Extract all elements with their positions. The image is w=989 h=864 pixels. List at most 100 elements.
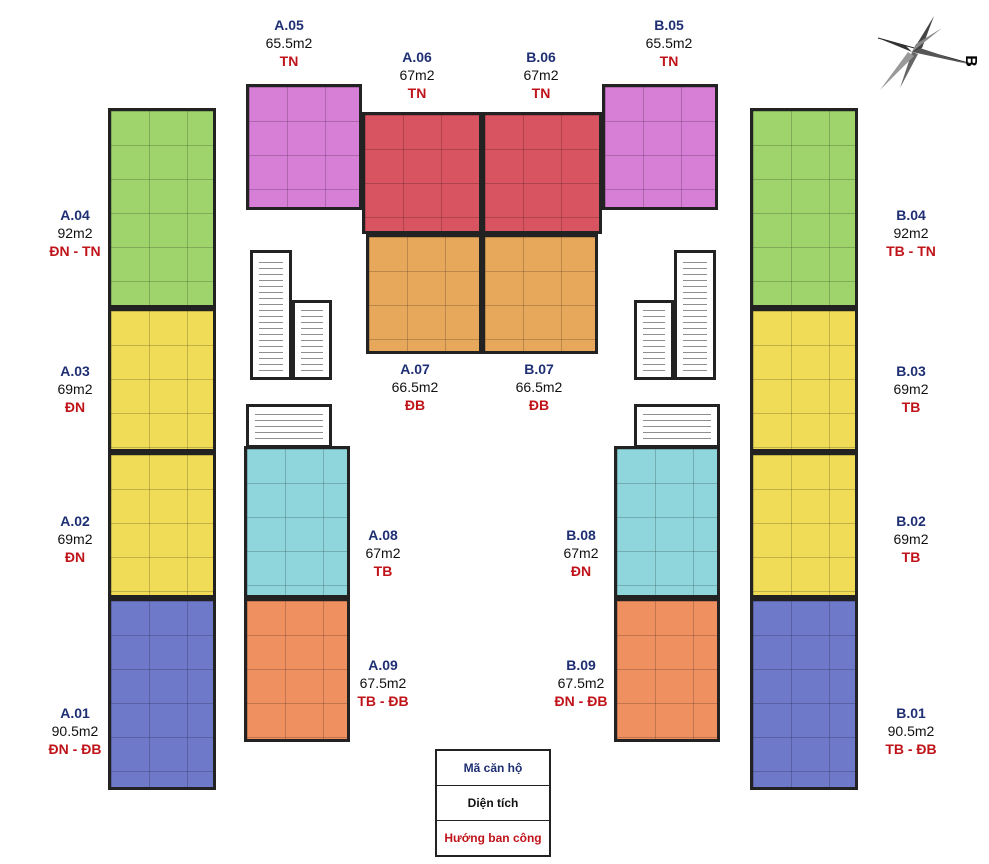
unit-code: A.06 — [402, 49, 432, 65]
unit-area: 65.5m2 — [645, 35, 693, 51]
unit-code: A.05 — [274, 17, 304, 33]
label-a02: A.02 69m2 ĐN — [30, 512, 120, 566]
unit-area: 66.5m2 — [515, 379, 563, 395]
unit-area: 90.5m2 — [51, 723, 99, 739]
unit-a08-block[interactable] — [244, 446, 350, 598]
stair-core-left-upper — [250, 250, 292, 380]
unit-direction: ĐN — [64, 549, 86, 565]
unit-direction: ĐN - TN — [49, 243, 101, 259]
stair-core-left-lower — [246, 404, 332, 448]
unit-a09-block[interactable] — [244, 598, 350, 742]
unit-direction: ĐN — [64, 399, 86, 415]
unit-area: 92m2 — [893, 225, 929, 241]
unit-area: 90.5m2 — [887, 723, 935, 739]
label-a05: A.05 65.5m2 TN — [244, 16, 334, 70]
unit-area: 67m2 — [365, 545, 401, 561]
unit-code: B.02 — [896, 513, 926, 529]
unit-code: A.03 — [60, 363, 90, 379]
stair-core-right-mid — [634, 300, 674, 380]
unit-b02-block[interactable] — [750, 452, 858, 598]
unit-area: 92m2 — [57, 225, 93, 241]
legend-area: Diện tích — [437, 786, 549, 821]
unit-code: A.07 — [400, 361, 430, 377]
unit-b08-block[interactable] — [614, 446, 720, 598]
unit-direction: TB — [901, 399, 921, 415]
unit-area: 67m2 — [523, 67, 559, 83]
unit-code: B.05 — [654, 17, 684, 33]
unit-direction: TB - ĐB — [885, 741, 937, 757]
unit-area: 69m2 — [893, 531, 929, 547]
unit-code: A.04 — [60, 207, 90, 223]
unit-area: 67m2 — [563, 545, 599, 561]
stair-core-right-upper — [674, 250, 716, 380]
unit-a02-block[interactable] — [108, 452, 216, 598]
label-b05: B.05 65.5m2 TN — [624, 16, 714, 70]
unit-area: 69m2 — [57, 381, 93, 397]
unit-b03-block[interactable] — [750, 308, 858, 452]
unit-a03-block[interactable] — [108, 308, 216, 452]
label-b01: B.01 90.5m2 TB - ĐB — [866, 704, 956, 758]
label-b07: B.07 66.5m2 ĐB — [494, 360, 584, 414]
unit-code: B.01 — [896, 705, 926, 721]
unit-direction: ĐN - ĐB — [554, 693, 608, 709]
unit-area: 67.5m2 — [359, 675, 407, 691]
unit-b04-block[interactable] — [750, 108, 858, 308]
unit-direction: TB — [373, 563, 393, 579]
unit-area: 69m2 — [893, 381, 929, 397]
compass-letter: B — [961, 55, 979, 67]
label-a01: A.01 90.5m2 ĐN - ĐB — [30, 704, 120, 758]
unit-code: B.06 — [526, 49, 556, 65]
unit-code: B.03 — [896, 363, 926, 379]
compass-icon: B — [872, 8, 982, 98]
stair-core-left-mid — [292, 300, 332, 380]
unit-area: 67.5m2 — [557, 675, 605, 691]
unit-b09-block[interactable] — [614, 598, 720, 742]
unit-direction: TN — [407, 85, 427, 101]
legend-code: Mã căn hộ — [437, 751, 549, 786]
unit-b06-block[interactable] — [482, 112, 602, 234]
unit-direction: ĐB — [404, 397, 426, 413]
label-a09: A.09 67.5m2 TB - ĐB — [338, 656, 428, 710]
label-a06: A.06 67m2 TN — [372, 48, 462, 102]
unit-direction: TB — [901, 549, 921, 565]
unit-direction: TN — [659, 53, 679, 69]
unit-direction: ĐN - ĐB — [48, 741, 102, 757]
label-a04: A.04 92m2 ĐN - TN — [30, 206, 120, 260]
unit-a05-block[interactable] — [246, 84, 362, 210]
label-b08: B.08 67m2 ĐN — [536, 526, 626, 580]
unit-a07-block[interactable] — [366, 234, 482, 354]
label-a08: A.08 67m2 TB — [338, 526, 428, 580]
unit-code: A.09 — [368, 657, 398, 673]
stair-core-right-lower — [634, 404, 720, 448]
unit-direction: ĐB — [528, 397, 550, 413]
unit-code: B.09 — [566, 657, 596, 673]
label-b03: B.03 69m2 TB — [866, 362, 956, 416]
unit-area: 69m2 — [57, 531, 93, 547]
unit-area: 66.5m2 — [391, 379, 439, 395]
label-a07: A.07 66.5m2 ĐB — [370, 360, 460, 414]
unit-b05-block[interactable] — [602, 84, 718, 210]
unit-direction: TB - ĐB — [357, 693, 409, 709]
label-b02: B.02 69m2 TB — [866, 512, 956, 566]
label-b04: B.04 92m2 TB - TN — [866, 206, 956, 260]
unit-b01-block[interactable] — [750, 598, 858, 790]
unit-code: A.02 — [60, 513, 90, 529]
label-a03: A.03 69m2 ĐN — [30, 362, 120, 416]
unit-direction: TN — [279, 53, 299, 69]
unit-code: B.07 — [524, 361, 554, 377]
unit-a06-block[interactable] — [362, 112, 482, 234]
legend: Mã căn hộ Diện tích Hướng ban công — [435, 749, 551, 857]
label-b09: B.09 67.5m2 ĐN - ĐB — [536, 656, 626, 710]
unit-direction: TB - TN — [886, 243, 936, 259]
unit-a04-block[interactable] — [108, 108, 216, 308]
unit-code: A.08 — [368, 527, 398, 543]
unit-direction: ĐN — [570, 563, 592, 579]
unit-code: A.01 — [60, 705, 90, 721]
unit-b07-block[interactable] — [482, 234, 598, 354]
unit-a01-block[interactable] — [108, 598, 216, 790]
legend-direction: Hướng ban công — [444, 831, 542, 845]
unit-direction: TN — [531, 85, 551, 101]
unit-code: B.04 — [896, 207, 926, 223]
unit-area: 67m2 — [399, 67, 435, 83]
